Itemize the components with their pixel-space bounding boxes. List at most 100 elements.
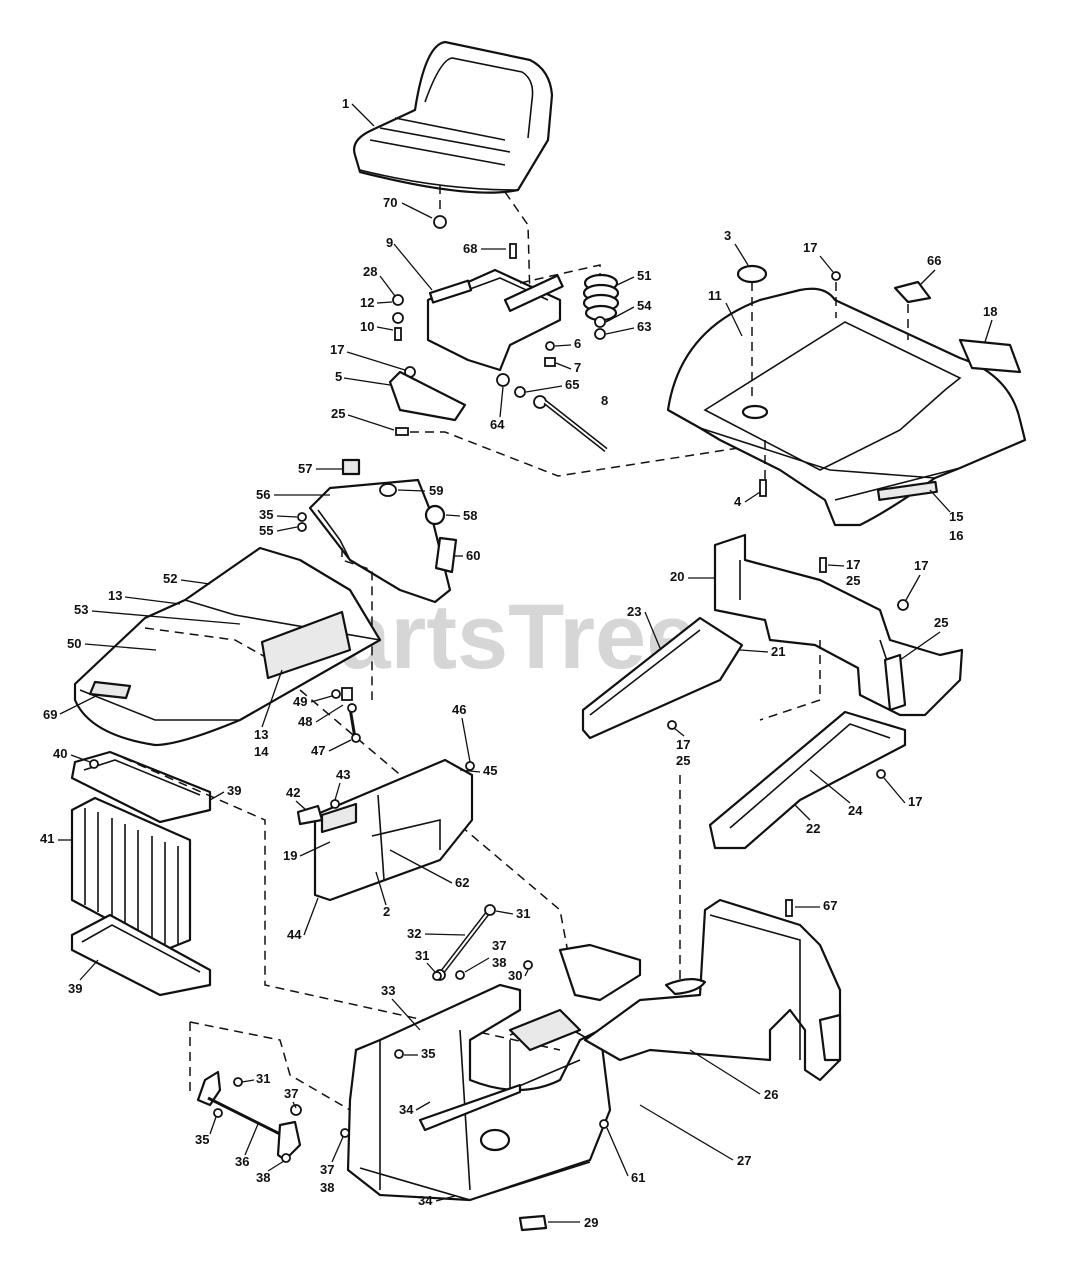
callout-4: 4 — [734, 494, 742, 509]
callout-3: 3 — [724, 228, 731, 243]
callout-6: 6 — [574, 336, 581, 351]
callout-21: 21 — [771, 644, 785, 659]
hood-lens — [434, 536, 458, 574]
callout-10: 10 — [360, 319, 374, 334]
callout-58: 58 — [463, 508, 477, 523]
grille — [70, 796, 192, 952]
callout-22: 22 — [806, 821, 820, 836]
callout-12: 12 — [360, 295, 374, 310]
callout-44: 44 — [287, 927, 302, 942]
callout-16: 16 — [949, 528, 963, 543]
callout-26: 26 — [764, 1087, 778, 1102]
callout-18: 18 — [983, 304, 997, 319]
callout-20: 20 — [670, 569, 684, 584]
callout-1: 1 — [342, 96, 349, 111]
callout-56: 56 — [256, 487, 270, 502]
callout-67: 67 — [823, 898, 837, 913]
seat-bracket — [426, 268, 564, 372]
frame-front — [346, 983, 612, 1202]
callout-69: 69 — [43, 707, 57, 722]
callout-25c: 25 — [934, 615, 948, 630]
callout-17b: 17 — [803, 240, 817, 255]
callout-59: 59 — [429, 483, 443, 498]
callout-33: 33 — [381, 983, 395, 998]
seat-mount-bracket — [388, 370, 467, 422]
callout-35b: 35 — [421, 1046, 435, 1061]
callout-11: 11 — [708, 288, 722, 303]
callout-31a: 31 — [516, 906, 530, 921]
callout-39b: 39 — [68, 981, 82, 996]
callout-37c: 37 — [320, 1162, 334, 1177]
callout-15: 15 — [949, 509, 963, 524]
callout-70: 70 — [383, 195, 397, 210]
callout-50: 50 — [67, 636, 81, 651]
pivot-rod — [543, 400, 608, 452]
callout-47: 47 — [311, 743, 325, 758]
panel-latch — [296, 804, 324, 826]
callout-38a: 38 — [492, 955, 506, 970]
hood — [73, 546, 382, 747]
callouts: 1 70 9 68 28 12 10 17 5 25 51 54 63 6 7 … — [40, 96, 997, 1230]
callout-19: 19 — [283, 848, 297, 863]
fender-cap — [736, 264, 768, 284]
callout-17c: 17 — [846, 557, 860, 572]
callout-36: 36 — [235, 1154, 249, 1169]
callout-60: 60 — [466, 548, 480, 563]
frame-bracket — [558, 943, 642, 1002]
callout-64: 64 — [490, 417, 505, 432]
callout-5: 5 — [335, 369, 342, 384]
callout-61: 61 — [631, 1170, 645, 1185]
callout-43: 43 — [336, 767, 350, 782]
callout-25d: 25 — [676, 753, 690, 768]
decal-66 — [893, 280, 932, 304]
footrest — [708, 710, 907, 850]
tie-rod — [434, 904, 496, 981]
callout-42: 42 — [286, 785, 300, 800]
callout-27: 27 — [737, 1153, 751, 1168]
callout-9: 9 — [386, 235, 393, 250]
callout-37a: 37 — [492, 938, 506, 953]
callout-17a: 17 — [330, 342, 344, 357]
callout-63: 63 — [637, 319, 651, 334]
callout-30: 30 — [508, 968, 522, 983]
callout-34a: 34 — [399, 1102, 414, 1117]
callout-55: 55 — [259, 523, 273, 538]
callout-31b: 31 — [415, 948, 429, 963]
callout-17f: 17 — [908, 794, 922, 809]
callout-13b: 13 — [254, 727, 268, 742]
callout-52: 52 — [163, 571, 177, 586]
side-panel — [313, 758, 474, 902]
callout-57: 57 — [298, 461, 312, 476]
callout-68: 68 — [463, 241, 477, 256]
seat-hardware — [392, 215, 606, 409]
callout-28: 28 — [363, 264, 377, 279]
dash-panel — [308, 458, 452, 604]
callout-38c: 38 — [320, 1180, 334, 1195]
frame-plate — [508, 1008, 582, 1052]
callout-35a: 35 — [259, 507, 273, 522]
hood-hinge — [331, 687, 361, 743]
callout-24: 24 — [848, 803, 863, 818]
callout-54: 54 — [637, 298, 652, 313]
callout-66: 66 — [927, 253, 941, 268]
frame-strap — [418, 1083, 522, 1132]
callout-17e: 17 — [676, 737, 690, 752]
callout-34b: 34 — [418, 1193, 433, 1208]
callout-23: 23 — [627, 604, 641, 619]
callout-62: 62 — [455, 875, 469, 890]
frame-rear — [583, 898, 842, 1082]
callout-49: 49 — [293, 694, 307, 709]
callout-40: 40 — [53, 746, 67, 761]
callout-48: 48 — [298, 714, 312, 729]
callout-13a: 13 — [108, 588, 122, 603]
callout-53: 53 — [74, 602, 88, 617]
callout-17d: 17 — [914, 558, 928, 573]
callout-25b: 25 — [846, 573, 860, 588]
callout-7: 7 — [574, 360, 581, 375]
callout-37b: 37 — [284, 1086, 298, 1101]
callout-45: 45 — [483, 763, 497, 778]
rear-shield — [713, 533, 964, 717]
callout-29: 29 — [584, 1215, 598, 1230]
callout-31c: 31 — [256, 1071, 270, 1086]
